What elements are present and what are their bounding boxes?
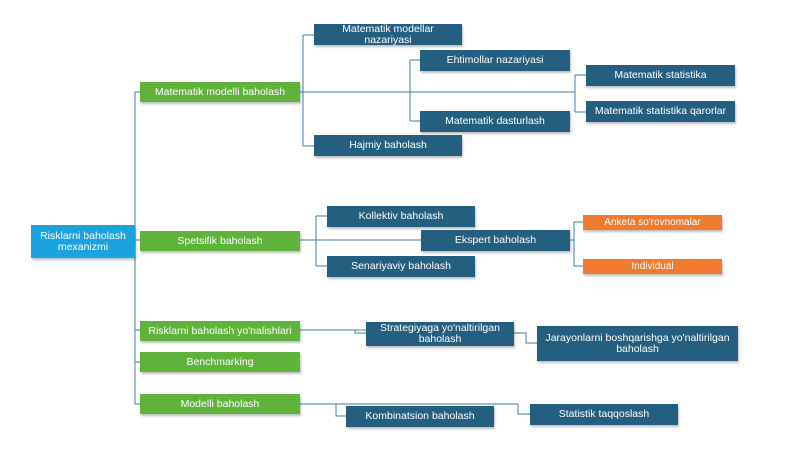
node-statistical: Statistik taqqoslash bbox=[530, 404, 678, 425]
category-math-model: Matematik modelli baholash bbox=[140, 82, 300, 102]
category-specific-label: Spetsifik baholash bbox=[177, 234, 263, 247]
node-probability-theory: Ehtimollar nazariyasi bbox=[420, 50, 570, 71]
node-math-stat-decisions: Matematik statistika qarorlar bbox=[586, 101, 735, 122]
connector-model bbox=[300, 403, 530, 417]
node-strategy: Strategiyaga yo'naltirilgan baholash bbox=[366, 322, 514, 346]
category-specific: Spetsifik baholash bbox=[140, 231, 300, 251]
root-node: Risklarni baholash mexanizmi bbox=[31, 225, 135, 258]
category-directions-label: Risklarni baholash yo'nalishlari bbox=[148, 324, 292, 337]
category-benchmarking-label: Benchmarking bbox=[186, 355, 254, 368]
node-strategy-label: Strategiyaga yo'naltirilgan baholash bbox=[380, 322, 500, 345]
category-model-label: Modelli baholash bbox=[180, 397, 260, 410]
node-volume-assessment: Hajmiy baholash bbox=[314, 135, 462, 156]
category-benchmarking: Benchmarking bbox=[140, 352, 300, 372]
node-math-statistics-label: Matematik statistika bbox=[614, 69, 707, 81]
node-process: Jarayonlarni boshqarishga yo'naltirilgan… bbox=[537, 326, 738, 361]
node-survey: Anketa so'rovnomalar bbox=[583, 215, 722, 230]
root-node-label: Risklarni baholash mexanizmi bbox=[40, 229, 126, 253]
connector-specific bbox=[300, 215, 583, 267]
node-scenario-label: Senariyaviy baholash bbox=[351, 260, 451, 272]
connector-root-trunk bbox=[134, 91, 140, 405]
node-math-stat-decisions-label: Matematik statistika qarorlar bbox=[594, 105, 727, 117]
connector-math-model bbox=[300, 34, 586, 147]
node-combination: Kombinatsion baholash bbox=[346, 406, 494, 427]
node-math-programming: Matematik dasturlash bbox=[420, 111, 570, 132]
node-math-models-theory-label: Matematik modellar nazariyasi bbox=[342, 22, 434, 46]
node-survey-label: Anketa so'rovnomalar bbox=[604, 217, 701, 228]
node-math-statistics: Matematik statistika bbox=[586, 65, 735, 86]
node-collective-label: Kollektiv baholash bbox=[358, 210, 444, 222]
node-statistical-label: Statistik taqqoslash bbox=[558, 408, 650, 420]
category-directions: Risklarni baholash yo'nalishlari bbox=[140, 321, 300, 341]
category-math-model-label: Matematik modelli baholash bbox=[154, 85, 286, 98]
node-expert: Ekspert baholash bbox=[421, 230, 570, 251]
category-model: Modelli baholash bbox=[140, 394, 300, 414]
node-individual-label: Individual bbox=[631, 261, 674, 272]
node-probability-theory-label: Ehtimollar nazariyasi bbox=[446, 54, 544, 66]
node-volume-assessment-label: Hajmiy baholash bbox=[349, 139, 427, 151]
connector-directions bbox=[300, 329, 537, 344]
node-process-label: Jarayonlarni boshqarishga yo'naltirilgan… bbox=[545, 331, 730, 355]
node-math-models-theory: Matematik modellar nazariyasi bbox=[314, 22, 462, 46]
node-scenario: Senariyaviy baholash bbox=[327, 256, 475, 277]
node-individual: Individual bbox=[583, 259, 722, 274]
node-combination-label: Kombinatsion baholash bbox=[365, 410, 475, 422]
node-math-programming-label: Matematik dasturlash bbox=[445, 115, 545, 127]
node-expert-label: Ekspert baholash bbox=[454, 234, 537, 246]
node-collective: Kollektiv baholash bbox=[327, 206, 475, 227]
